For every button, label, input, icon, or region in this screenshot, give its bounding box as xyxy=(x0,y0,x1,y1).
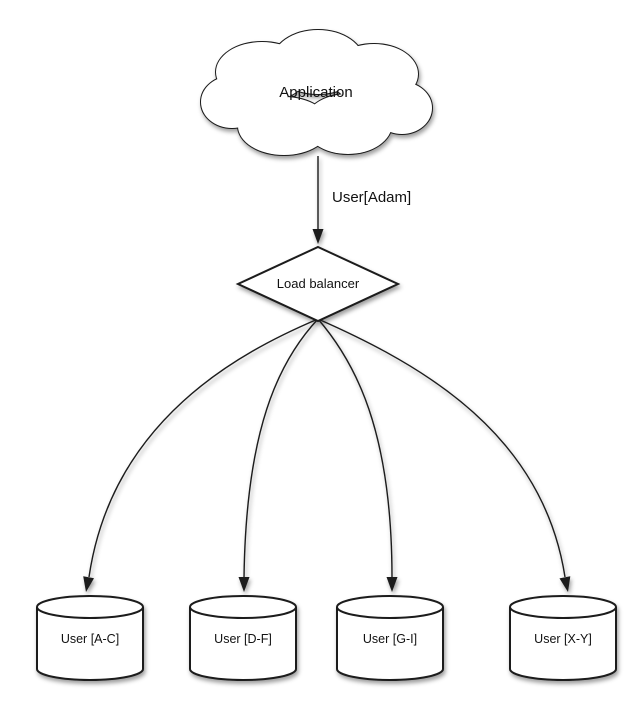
edge-app-to-lb-label: User[Adam] xyxy=(332,189,411,206)
edge-lb-to-shard-2 xyxy=(238,318,319,592)
arrowhead-down-icon xyxy=(559,576,571,592)
arrowhead-down-icon xyxy=(238,577,250,592)
cylinder-body xyxy=(336,607,444,681)
edge-lb-to-shard-3 xyxy=(317,318,398,592)
load-balancer-diamond-node xyxy=(235,245,401,323)
edge-line xyxy=(317,318,566,578)
edge-line xyxy=(243,318,319,579)
application-node-label: Application xyxy=(279,84,352,101)
cylinder-top xyxy=(336,595,444,619)
cylinder-body xyxy=(36,607,144,681)
shard-cylinder-node-1 xyxy=(36,595,144,681)
edge-app-to-load-balancer xyxy=(312,156,324,244)
load-balancer-node-label: Load balancer xyxy=(277,276,360,291)
shard-cylinder-node-2 xyxy=(189,595,297,681)
diagram-shapes-layer xyxy=(36,29,617,681)
edge-line xyxy=(88,318,319,578)
diamond-shape xyxy=(235,245,401,323)
shard-3-label: User [G-I] xyxy=(363,632,417,646)
arrowhead-down-icon xyxy=(312,229,324,244)
shard-cylinder-node-4 xyxy=(509,595,617,681)
arrowhead-down-icon xyxy=(386,577,398,592)
shard-cylinder-node-3 xyxy=(336,595,444,681)
shard-2-label: User [D-F] xyxy=(214,632,272,646)
diagram-labels-layer: Application User[Adam] Load balancer Use… xyxy=(61,84,592,646)
edge-line xyxy=(317,318,393,579)
arrowhead-down-icon xyxy=(83,576,94,592)
shard-4-label: User [X-Y] xyxy=(534,632,592,646)
cylinder-top xyxy=(36,595,144,619)
cylinder-top xyxy=(189,595,297,619)
shard-1-label: User [A-C] xyxy=(61,632,119,646)
edge-lb-to-shard-4 xyxy=(317,318,571,592)
cylinder-top xyxy=(509,595,617,619)
cylinder-body xyxy=(509,607,617,681)
cylinder-body xyxy=(189,607,297,681)
cloud-interior xyxy=(201,30,432,155)
edge-lb-to-shard-1 xyxy=(83,318,319,592)
application-cloud-node xyxy=(200,29,433,156)
